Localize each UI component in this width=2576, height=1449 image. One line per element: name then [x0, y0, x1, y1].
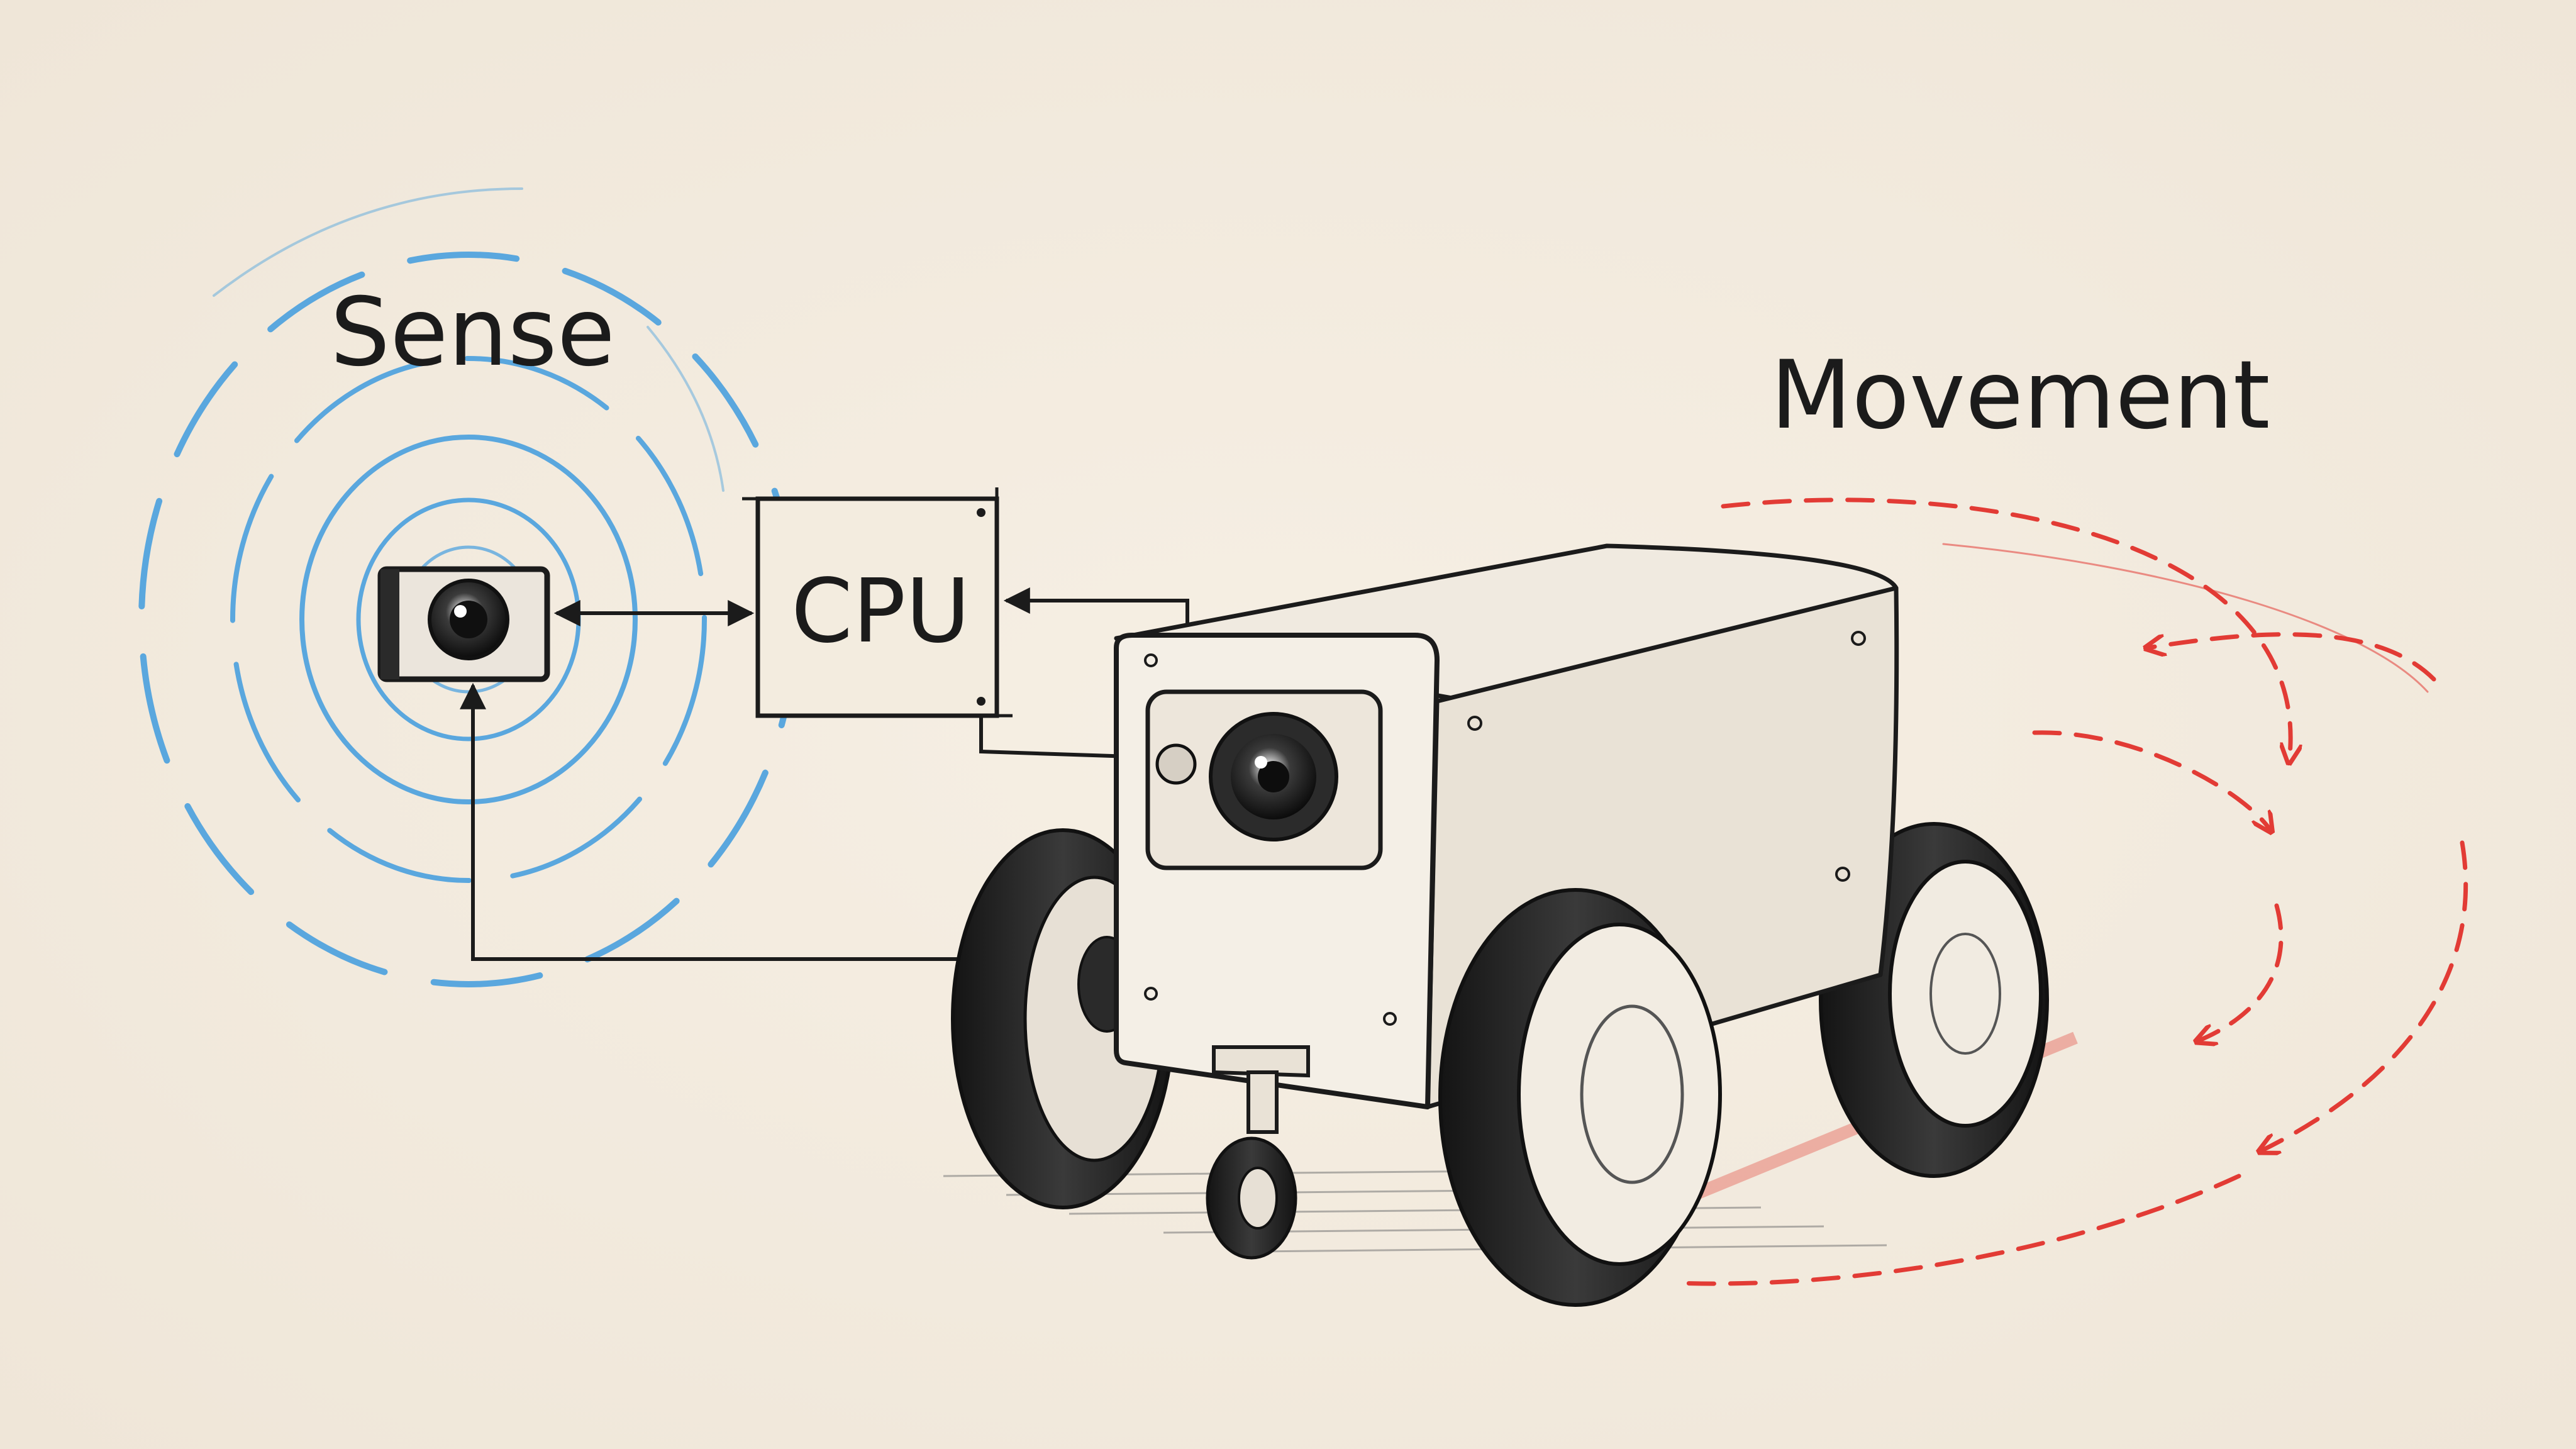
wheeled-robot	[943, 543, 2078, 1307]
arrow-top-return	[2148, 632, 2436, 682]
cpu-label: CPU	[791, 560, 970, 663]
sense-label: Sense	[330, 278, 615, 387]
movement-label: Movement	[1770, 341, 2270, 450]
arrow-outer	[1721, 497, 2290, 761]
arrow-mid	[2032, 730, 2270, 830]
arrow-inner-down	[2198, 903, 2284, 1041]
arrow-bottom	[1674, 1174, 2241, 1286]
movement-arrows	[1674, 497, 2468, 1286]
cpu-box	[742, 487, 1013, 718]
camera-sensor-icon	[377, 566, 550, 682]
feedback-link	[460, 682, 1091, 961]
arrow-outer-down	[2261, 840, 2468, 1151]
cpu-robot-link	[979, 716, 1167, 760]
